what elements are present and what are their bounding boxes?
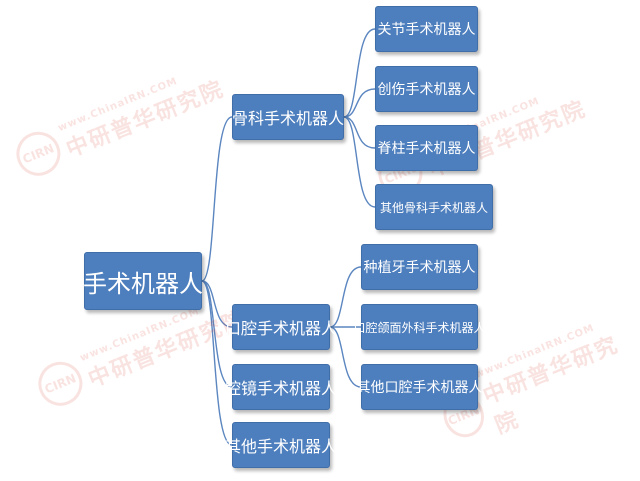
connector-line (329, 326, 362, 388)
subcategory-node: 关节手术机器人 (375, 6, 478, 52)
subcategory-node: 其他骨科手术机器人 (375, 184, 493, 230)
connector-line (201, 280, 233, 446)
subcategory-node: 其他口腔手术机器人 (357, 364, 483, 410)
connector-line (329, 266, 362, 328)
category-node-orthopedic: 骨科手术机器人 (232, 94, 344, 140)
connector-line (201, 280, 233, 328)
category-node-dental: 口腔手术机器人 (225, 304, 337, 350)
root-node: 手术机器人 (83, 252, 203, 310)
subcategory-node: 脊柱手术机器人 (375, 125, 478, 171)
subcategory-node: 口腔颌面外科手术机器人 (354, 304, 486, 350)
subcategory-node: 种植牙手术机器人 (361, 244, 478, 290)
category-node-other: 其他手术机器人 (225, 422, 337, 468)
subcategory-node: 创伤手术机器人 (375, 66, 478, 112)
category-node-laparoscopic: 腔镜手术机器人 (225, 364, 337, 410)
connector-line (343, 116, 376, 208)
connector-line (201, 116, 233, 282)
connector-line (343, 116, 376, 149)
connector-line (343, 28, 376, 118)
connector-line (343, 88, 376, 118)
